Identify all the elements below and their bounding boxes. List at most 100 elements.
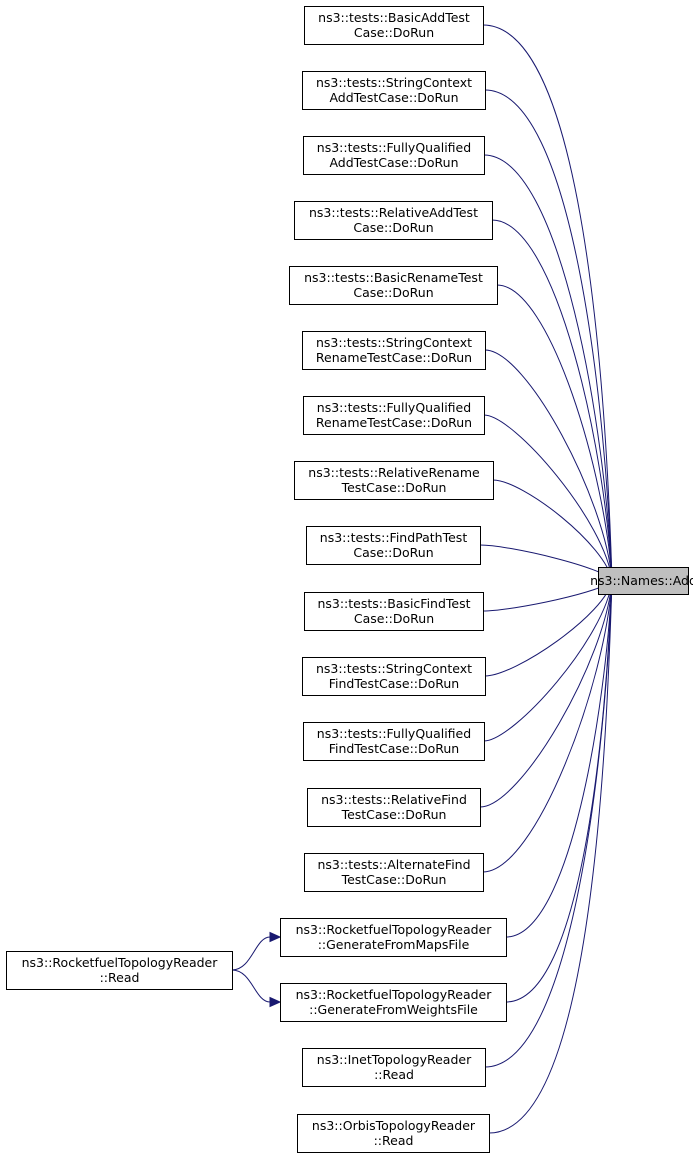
arrowhead xyxy=(269,996,282,1008)
node-box xyxy=(306,526,481,565)
node-box xyxy=(6,951,233,990)
node-label-line: ::Read xyxy=(374,1067,414,1082)
edge-fully-qualified-add-to-add xyxy=(483,154,618,592)
node-box xyxy=(303,396,485,435)
edge-line xyxy=(484,580,613,1068)
node-box xyxy=(304,592,484,631)
edge-line xyxy=(483,414,613,581)
node-label-line: AddTestCase::DoRun xyxy=(329,155,458,170)
node-string-context-add[interactable]: ns3::tests::StringContextAddTestCase::Do… xyxy=(302,71,486,110)
node-label-line: ns3::tests::StringContext xyxy=(316,335,472,350)
edge-rocketfuel-maps-to-add xyxy=(505,569,618,938)
edge-relative-find-to-add xyxy=(479,569,618,808)
node-label-line: ns3::InetTopologyReader xyxy=(317,1052,472,1067)
edge-relative-add-to-add xyxy=(491,219,618,592)
node-label-line: Case::DoRun xyxy=(353,285,433,300)
edge-line xyxy=(483,154,613,581)
node-string-context-rename[interactable]: ns3::tests::StringContextRenameTestCase:… xyxy=(302,331,486,370)
nodes-layer: ns3::tests::BasicAddTestCase::DoRunns3::… xyxy=(6,6,693,1153)
node-orbis-read[interactable]: ns3::OrbisTopologyReader::Read xyxy=(297,1114,490,1153)
edge-line xyxy=(484,89,613,581)
edge-line xyxy=(482,24,613,581)
edge-line xyxy=(479,580,613,808)
node-box xyxy=(303,136,485,175)
node-box xyxy=(302,331,486,370)
node-label-line: ::GenerateFromMapsFile xyxy=(318,937,470,952)
node-box xyxy=(307,788,481,827)
edge-orbis-read-to-add xyxy=(488,569,618,1134)
node-label-line: ns3::tests::FindPathTest xyxy=(320,530,468,545)
node-rocketfuel-read[interactable]: ns3::RocketfuelTopologyReader::Read xyxy=(6,951,233,990)
node-box xyxy=(598,567,689,595)
node-label-line: RenameTestCase::DoRun xyxy=(316,350,472,365)
node-box xyxy=(289,266,498,305)
edges-layer xyxy=(231,24,618,1134)
edge-line xyxy=(231,969,271,1003)
node-label-line: ns3::OrbisTopologyReader xyxy=(312,1118,476,1133)
edge-line xyxy=(492,479,613,581)
node-label-line: Case::DoRun xyxy=(353,220,433,235)
node-relative-rename[interactable]: ns3::tests::RelativeRenameTestCase::DoRu… xyxy=(294,461,494,500)
node-add[interactable]: ns3::Names::Add xyxy=(590,567,693,595)
edge-line xyxy=(484,580,613,677)
edge-line xyxy=(491,219,613,581)
node-fully-qualified-add[interactable]: ns3::tests::FullyQualifiedAddTestCase::D… xyxy=(303,136,485,175)
node-box xyxy=(280,983,507,1022)
node-fully-qualified-find[interactable]: ns3::tests::FullyQualifiedFindTestCase::… xyxy=(303,722,485,761)
edge-alternate-find-to-add xyxy=(482,569,618,873)
edge-line xyxy=(484,349,613,581)
node-label-line: ::Read xyxy=(100,970,140,985)
node-box xyxy=(303,722,485,761)
node-rocketfuel-maps[interactable]: ns3::RocketfuelTopologyReader::GenerateF… xyxy=(280,918,507,957)
edge-fully-qualified-find-to-add xyxy=(483,569,618,742)
edge-line xyxy=(488,580,613,1134)
node-box xyxy=(294,201,493,240)
node-label-line: ns3::RocketfuelTopologyReader xyxy=(22,955,219,970)
node-label-line: Case::DoRun xyxy=(354,611,434,626)
node-label-line: ns3::tests::RelativeAddTest xyxy=(309,205,478,220)
node-label-line: ::Read xyxy=(374,1133,414,1148)
edge-rocketfuel-read-to-rocketfuel-weights xyxy=(231,969,282,1008)
node-rocketfuel-weights[interactable]: ns3::RocketfuelTopologyReader::GenerateF… xyxy=(280,983,507,1022)
edge-line xyxy=(231,936,271,971)
edge-line xyxy=(505,580,613,938)
node-label-line: Case::DoRun xyxy=(354,25,434,40)
node-label-line: ns3::tests::BasicAddTest xyxy=(318,10,470,25)
edge-fully-qualified-rename-to-add xyxy=(483,414,618,592)
node-fully-qualified-rename[interactable]: ns3::tests::FullyQualifiedRenameTestCase… xyxy=(303,396,485,435)
node-box xyxy=(302,657,486,696)
node-label-line: ns3::Names::Add xyxy=(590,573,693,588)
edge-rocketfuel-read-to-rocketfuel-maps xyxy=(231,931,282,971)
node-label-line: ns3::tests::FullyQualified xyxy=(317,726,471,741)
node-label-line: TestCase::DoRun xyxy=(341,807,447,822)
node-label-line: ns3::tests::StringContext xyxy=(316,661,472,676)
edge-line xyxy=(483,580,613,742)
node-label-line: ns3::RocketfuelTopologyReader xyxy=(296,987,493,1002)
edge-line xyxy=(496,284,613,581)
arrowhead xyxy=(269,931,282,943)
node-label-line: ns3::tests::BasicFindTest xyxy=(317,596,470,611)
node-label-line: AddTestCase::DoRun xyxy=(329,90,458,105)
node-label-line: TestCase::DoRun xyxy=(341,480,447,495)
node-label-line: Case::DoRun xyxy=(353,545,433,560)
node-label-line: ns3::tests::StringContext xyxy=(316,75,472,90)
node-string-context-find[interactable]: ns3::tests::StringContextFindTestCase::D… xyxy=(302,657,486,696)
node-label-line: FindTestCase::DoRun xyxy=(329,741,459,756)
node-box xyxy=(302,1048,486,1087)
node-label-line: ns3::RocketfuelTopologyReader xyxy=(296,922,493,937)
node-label-line: RenameTestCase::DoRun xyxy=(316,415,472,430)
edge-line xyxy=(482,580,613,873)
node-box xyxy=(294,461,494,500)
node-label-line: FindTestCase::DoRun xyxy=(329,676,459,691)
node-inet-read[interactable]: ns3::InetTopologyReader::Read xyxy=(302,1048,486,1087)
node-box xyxy=(304,6,484,45)
node-label-line: ::GenerateFromWeightsFile xyxy=(309,1002,478,1017)
